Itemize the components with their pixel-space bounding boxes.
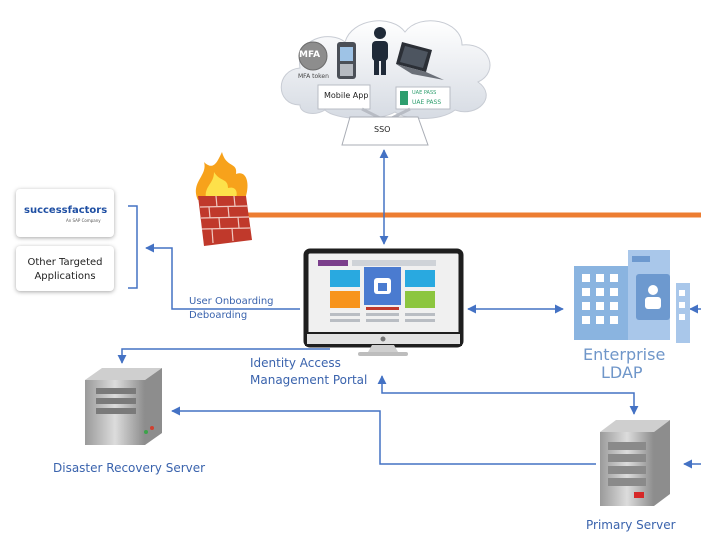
successfactors-logo: successfactors: [24, 205, 108, 216]
primary-server-label: Primary Server: [586, 518, 676, 532]
uae-pass-icon: [400, 91, 408, 105]
deboarding-label: Deboarding: [189, 310, 248, 321]
mobile-app-box: [317, 84, 371, 110]
portal-monitor-icon: [303, 248, 464, 356]
portal-dr-arrow: [117, 348, 330, 364]
uae-pass-top-label: UAE PASS: [412, 90, 437, 96]
uae-pass-box: [395, 86, 451, 110]
sso-label: SSO: [374, 125, 391, 134]
other-applications-card: Other Targeted Applications: [16, 246, 114, 291]
dr-server-icon: [85, 368, 162, 445]
dr-server-label: Disaster Recovery Server: [53, 461, 206, 475]
successfactors-subtitle: An SAP Company: [66, 218, 101, 223]
user-person-icon: [372, 27, 388, 75]
other-apps-line2: Applications: [34, 271, 96, 282]
ldap-building-icon: [574, 250, 690, 343]
mobile-app-label: Mobile App: [324, 91, 369, 100]
portal-primary-arrow: [377, 375, 639, 415]
mfa-caption: MFA token: [298, 73, 329, 80]
firewall-icon: [195, 152, 252, 246]
ldap-label-line2: LDAP: [601, 363, 643, 382]
onboarding-label: User Onboarding: [189, 296, 274, 307]
uae-pass-label: UAE PASS: [412, 99, 442, 106]
successfactors-card: successfactors An SAP Company: [16, 189, 114, 237]
apps-bracket: [128, 205, 138, 289]
laptop-icon: [396, 42, 444, 80]
onboarding-arrow: [145, 243, 300, 310]
primary-server-icon: [600, 420, 670, 506]
portal-label-line2: Management Portal: [250, 373, 368, 387]
mfa-token-icon: [298, 41, 328, 71]
portal-label-line1: Identity Access: [250, 356, 341, 370]
sso-box: [341, 116, 429, 146]
primary-dr-arrow: [171, 406, 596, 465]
other-apps-line1: Other Targeted: [27, 257, 103, 268]
ldap-label-line1: Enterprise: [583, 345, 666, 364]
mfa-badge-text: MFA: [299, 50, 321, 60]
mobile-phone-icon: [337, 42, 356, 79]
